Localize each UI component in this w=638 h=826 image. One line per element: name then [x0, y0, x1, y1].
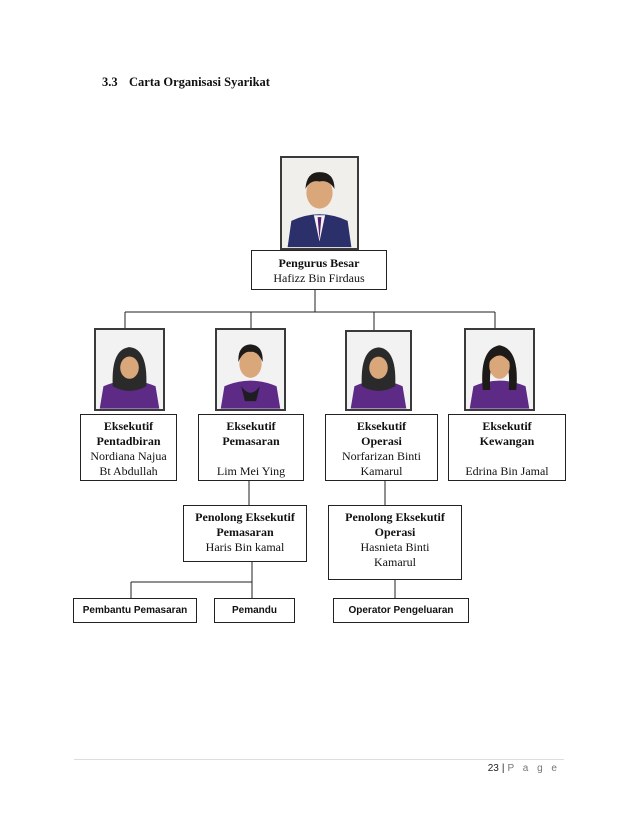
section-heading: 3.3 Carta Organisasi Syarikat [102, 75, 270, 90]
assistant-operations-name-2: Kamarul [374, 555, 416, 569]
exec-marketing-name-2: Lim Mei Ying [216, 464, 286, 478]
exec-marketing-name-1 [199, 449, 303, 464]
exec-operations-role-2: Operasi [361, 434, 402, 448]
ceo-box: Pengurus Besar Hafizz Bin Firdaus [251, 250, 387, 290]
assistant-operations-box: Penolong Eksekutif Operasi Hasnieta Bint… [328, 505, 462, 580]
exec-marketing-box: Eksekutif Pemasaran Lim Mei Ying [198, 414, 304, 481]
exec-operations-photo [345, 330, 412, 411]
exec-finance-role-2: Kewangan [479, 434, 535, 448]
assistant-marketing-role-1: Penolong Eksekutif [195, 510, 295, 524]
ceo-photo [280, 156, 359, 250]
exec-marketing-photo [215, 328, 286, 411]
page-footer: 23|P a g e [488, 763, 560, 774]
assistant-marketing-box: Penolong Eksekutif Pemasaran Haris Bin k… [183, 505, 307, 562]
exec-finance-role-1: Eksekutif [482, 419, 532, 433]
exec-marketing-role-1: Eksekutif [226, 419, 276, 433]
staff-driver-box: Pemandu [214, 598, 295, 623]
exec-finance-name-2: Edrina Bin Jamal [465, 464, 549, 478]
assistant-operations-name-1: Hasnieta Binti [360, 540, 430, 554]
exec-admin-role-2: Pentadbiran [96, 434, 161, 448]
exec-finance-box: Eksekutif Kewangan Edrina Bin Jamal [448, 414, 566, 481]
ceo-name: Hafizz Bin Firdaus [273, 271, 365, 285]
exec-admin-photo [94, 328, 165, 411]
exec-marketing-role-2: Pemasaran [222, 434, 280, 448]
exec-admin-role-1: Eksekutif [103, 419, 154, 433]
page-label: P a g e [507, 763, 560, 774]
exec-operations-name-2: Kamarul [360, 464, 403, 478]
assistant-operations-role-1: Penolong Eksekutif [345, 510, 445, 524]
footer-separator: | [501, 763, 505, 774]
exec-operations-box: Eksekutif Operasi Norfarizan Binti Kamar… [325, 414, 438, 481]
exec-admin-name-2: Bt Abdullah [99, 464, 158, 478]
exec-finance-name-1 [449, 449, 565, 464]
section-title: Carta Organisasi Syarikat [129, 75, 270, 89]
assistant-marketing-name-1: Haris Bin kamal [205, 540, 285, 554]
assistant-operations-role-2: Operasi [374, 525, 416, 539]
staff-marketing-assistant-box: Pembantu Pemasaran [73, 598, 197, 623]
section-number: 3.3 [102, 75, 118, 89]
footer-rule [74, 759, 564, 760]
exec-operations-role-1: Eksekutif [356, 419, 407, 433]
exec-finance-photo [464, 328, 535, 411]
ceo-role: Pengurus Besar [278, 256, 360, 270]
assistant-marketing-role-2: Pemasaran [216, 525, 274, 539]
exec-admin-name-1: Nordiana Najua [90, 449, 167, 463]
exec-admin-box: Eksekutif Pentadbiran Nordiana Najua Bt … [80, 414, 177, 481]
staff-production-operator-box: Operator Pengeluaran [333, 598, 469, 623]
page-number: 23 [487, 763, 499, 774]
exec-operations-name-1: Norfarizan Binti [342, 449, 421, 463]
